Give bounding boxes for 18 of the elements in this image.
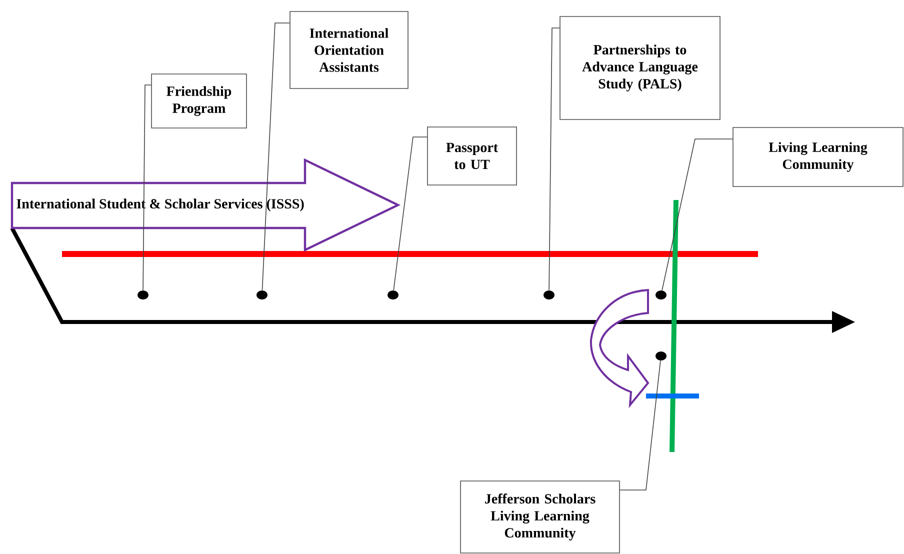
dot — [388, 290, 398, 300]
leader-line — [262, 22, 290, 291]
label-box: Jefferson Scholars Living Learning Community — [460, 480, 620, 554]
dot — [656, 290, 666, 300]
label-box: Friendship Program — [151, 74, 247, 128]
leader-line — [142, 84, 152, 291]
label-box: International Orientation Assistants — [290, 11, 408, 89]
dot — [256, 290, 268, 300]
leader-line — [393, 136, 428, 291]
label-box: Living Learning Community — [732, 127, 904, 187]
dot — [138, 290, 148, 300]
dot — [544, 290, 554, 300]
label-box: Passport to UT — [427, 126, 517, 186]
leader-line — [662, 138, 733, 291]
label-box: Partnerships to Advance Language Study (PALS) — [560, 16, 720, 120]
leader-line — [620, 360, 661, 490]
dot — [656, 352, 666, 360]
leader-line — [548, 28, 560, 291]
